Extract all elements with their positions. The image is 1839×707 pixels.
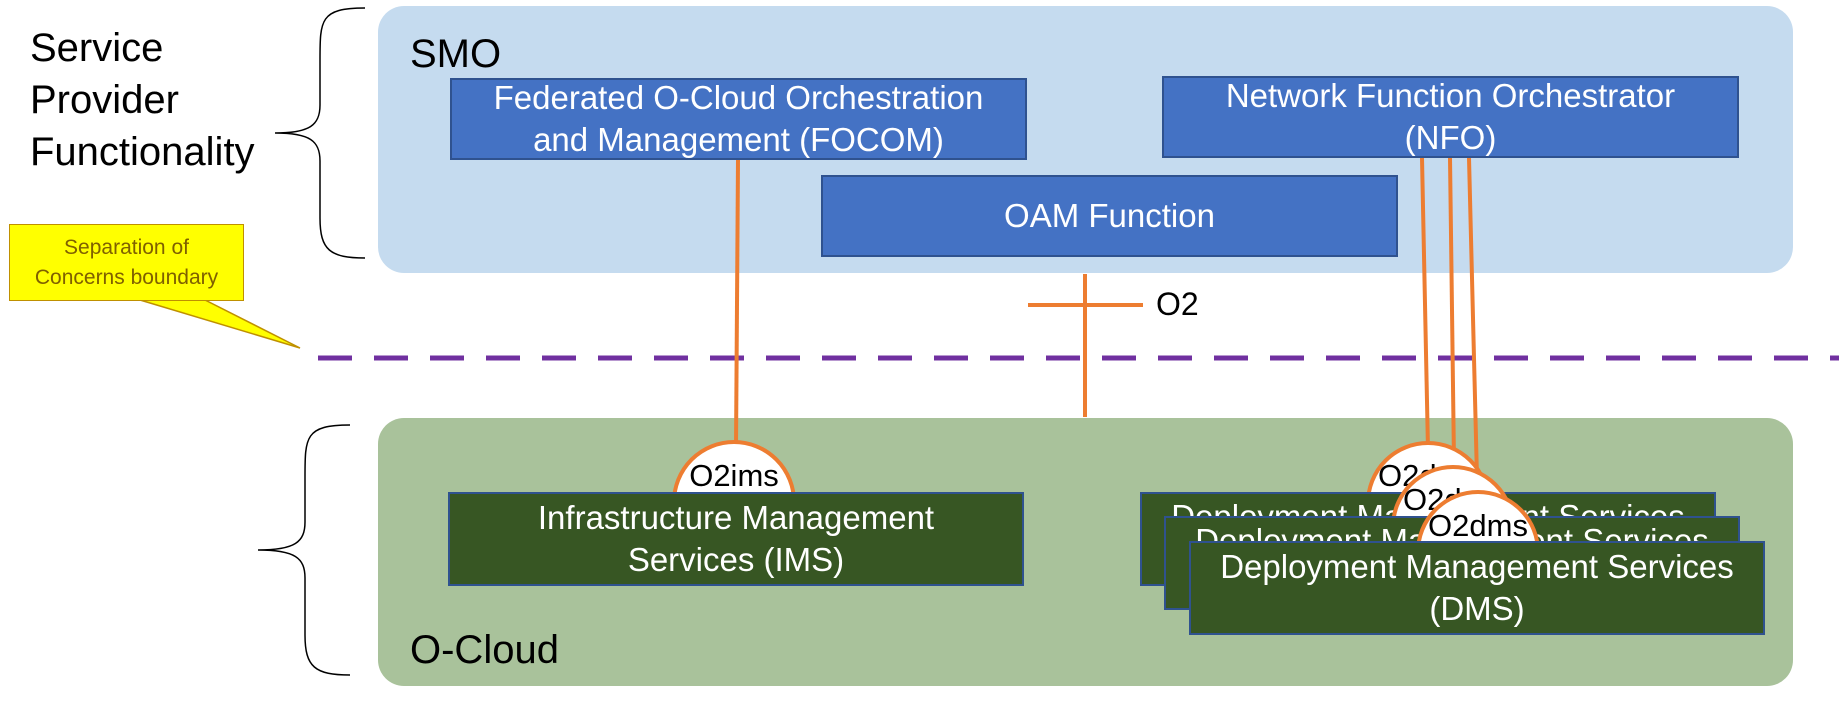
nfo-dms-connector-2 bbox=[1448, 157, 1456, 463]
callout-pointer bbox=[139, 299, 301, 349]
focom-ims-connector bbox=[734, 159, 740, 449]
ims-label: Infrastructure Management Services (IMS) bbox=[537, 498, 935, 578]
o2-interface-label: O2 bbox=[1156, 286, 1199, 322]
focom-box: Federated O-Cloud Orchestration and Mana… bbox=[450, 78, 1027, 160]
focom-label: Federated O-Cloud Orchestration and Mana… bbox=[493, 78, 984, 158]
dms-box-front: Deployment Management Services (DMS) bbox=[1189, 541, 1765, 635]
o2dms-label-3: O2dms bbox=[1428, 508, 1528, 543]
ims-box: Infrastructure Management Services (IMS) bbox=[448, 492, 1024, 586]
nfo-box: Network Function Orchestrator (NFO) bbox=[1162, 76, 1739, 158]
separation-callout-box: Separation of Concerns boundary bbox=[9, 224, 244, 301]
separation-callout-text: Separation of Concerns boundary bbox=[34, 236, 219, 289]
o2ims-label: O2ims bbox=[689, 458, 779, 493]
ocloud-label: O-Cloud bbox=[410, 628, 559, 672]
dms-front-label: Deployment Management Services (DMS) bbox=[1220, 547, 1734, 627]
oam-function-label: OAM Function bbox=[1004, 196, 1215, 234]
nfo-label: Network Function Orchestrator (NFO) bbox=[1225, 76, 1676, 156]
service-provider-functionality-label: Service Provider Functionality bbox=[30, 26, 255, 174]
smo-label: SMO bbox=[410, 32, 502, 76]
nfo-dms-connector-3 bbox=[1467, 157, 1479, 479]
oam-function-box: OAM Function bbox=[821, 175, 1398, 257]
bottom-brace bbox=[257, 424, 351, 676]
nfo-dms-connector-1 bbox=[1420, 157, 1430, 451]
top-brace bbox=[274, 7, 366, 259]
